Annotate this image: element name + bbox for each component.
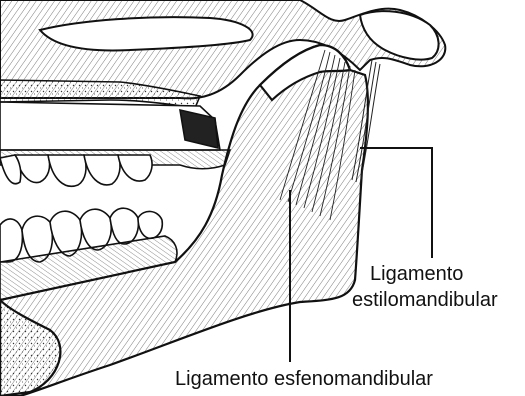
upper-teeth — [0, 150, 230, 186]
stylomandibular-label-line1: Ligamento — [370, 263, 463, 285]
stylomandibular-leader — [360, 148, 432, 258]
stylomandibular-label-line2: estilomandibular — [352, 289, 498, 311]
sphenomandibular-label: Ligamento esfenomandibular — [175, 368, 433, 390]
